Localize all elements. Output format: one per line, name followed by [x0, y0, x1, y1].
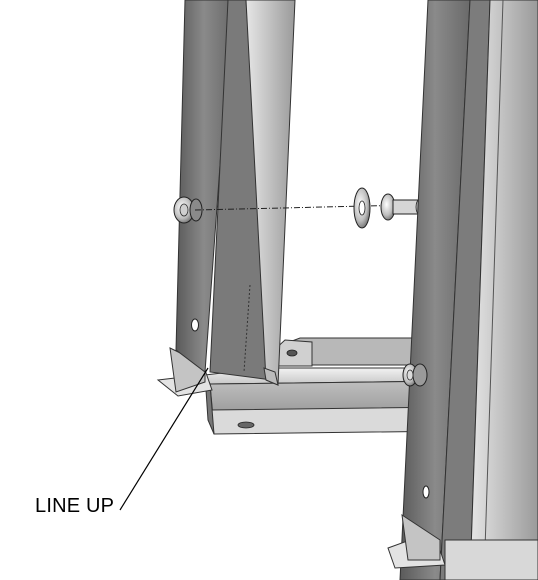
right-post: [399, 0, 538, 580]
bolt: [380, 193, 423, 221]
left-post-bolt: [173, 196, 203, 224]
right-foot-bracket: [387, 513, 538, 580]
right-post-bolt: [402, 363, 428, 387]
callout-label-line-up: LINE UP: [35, 495, 115, 517]
assembly-axis-line: [194, 204, 411, 211]
washer: [353, 187, 371, 229]
left-foot-bracket: [156, 347, 213, 397]
left-post: [175, 0, 296, 386]
callout-leader-line: [119, 367, 209, 511]
